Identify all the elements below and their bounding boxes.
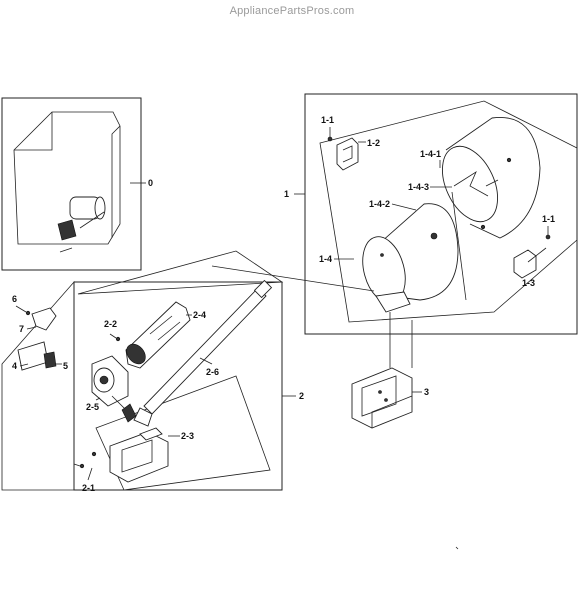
callout-1-4-1: 1-4-1: [420, 149, 441, 159]
part-2-5-valve: [91, 355, 137, 423]
group-0-box: [1, 97, 142, 271]
watermark: AppliancePartsPros.com: [229, 5, 355, 17]
callout-2: 2: [299, 391, 304, 401]
leader-1-4-tie: [451, 191, 467, 301]
leader-2-5: [95, 397, 101, 401]
leader-7: [26, 326, 37, 330]
callout-2-2: 2-2: [104, 319, 117, 329]
callout-7: 7: [19, 324, 24, 334]
callout-2-1: 2-1: [82, 483, 95, 493]
callout-4: 4: [12, 361, 17, 371]
callout-1-4-2: 1-4-2: [369, 199, 390, 209]
callout-1-1-top: 1-1: [321, 115, 334, 125]
leader-2-6: [199, 357, 213, 365]
part-3-bracket: [351, 367, 413, 429]
part-1-4-duct: [362, 203, 459, 313]
callout-1-4: 1-4: [319, 254, 332, 264]
callout-1-4-3: 1-4-3: [408, 182, 429, 192]
part-4-igniter: [17, 341, 57, 371]
callout-0: 0: [148, 178, 153, 188]
callout-2-4: 2-4: [193, 310, 206, 320]
stray-mark: [455, 546, 459, 550]
connector-1-2: [211, 265, 375, 292]
leader-1-4-2: [391, 203, 417, 211]
leader-2-1: [87, 467, 93, 481]
leader-4: [19, 363, 29, 367]
part-2-3-base: [73, 427, 169, 483]
part-2-6-tube: [133, 279, 273, 427]
callout-5: 5: [63, 361, 68, 371]
callout-2-3: 2-3: [181, 431, 194, 441]
part-1-3-sensor: [513, 226, 551, 279]
part-2-4-burner: [109, 301, 191, 369]
callout-1-2: 1-2: [367, 138, 380, 148]
callout-1-3: 1-3: [522, 278, 535, 288]
part-7-clip: [15, 305, 57, 331]
callout-2-6: 2-6: [206, 367, 219, 377]
callout-3: 3: [424, 387, 429, 397]
callout-1-1-right: 1-1: [542, 214, 555, 224]
part-1-2-bracket: [327, 127, 359, 171]
part-1-4-3-liner: [442, 116, 541, 239]
callout-6: 6: [12, 294, 17, 304]
callout-2-5: 2-5: [86, 402, 99, 412]
callout-1: 1: [284, 189, 289, 199]
group-1-box: [304, 93, 578, 335]
